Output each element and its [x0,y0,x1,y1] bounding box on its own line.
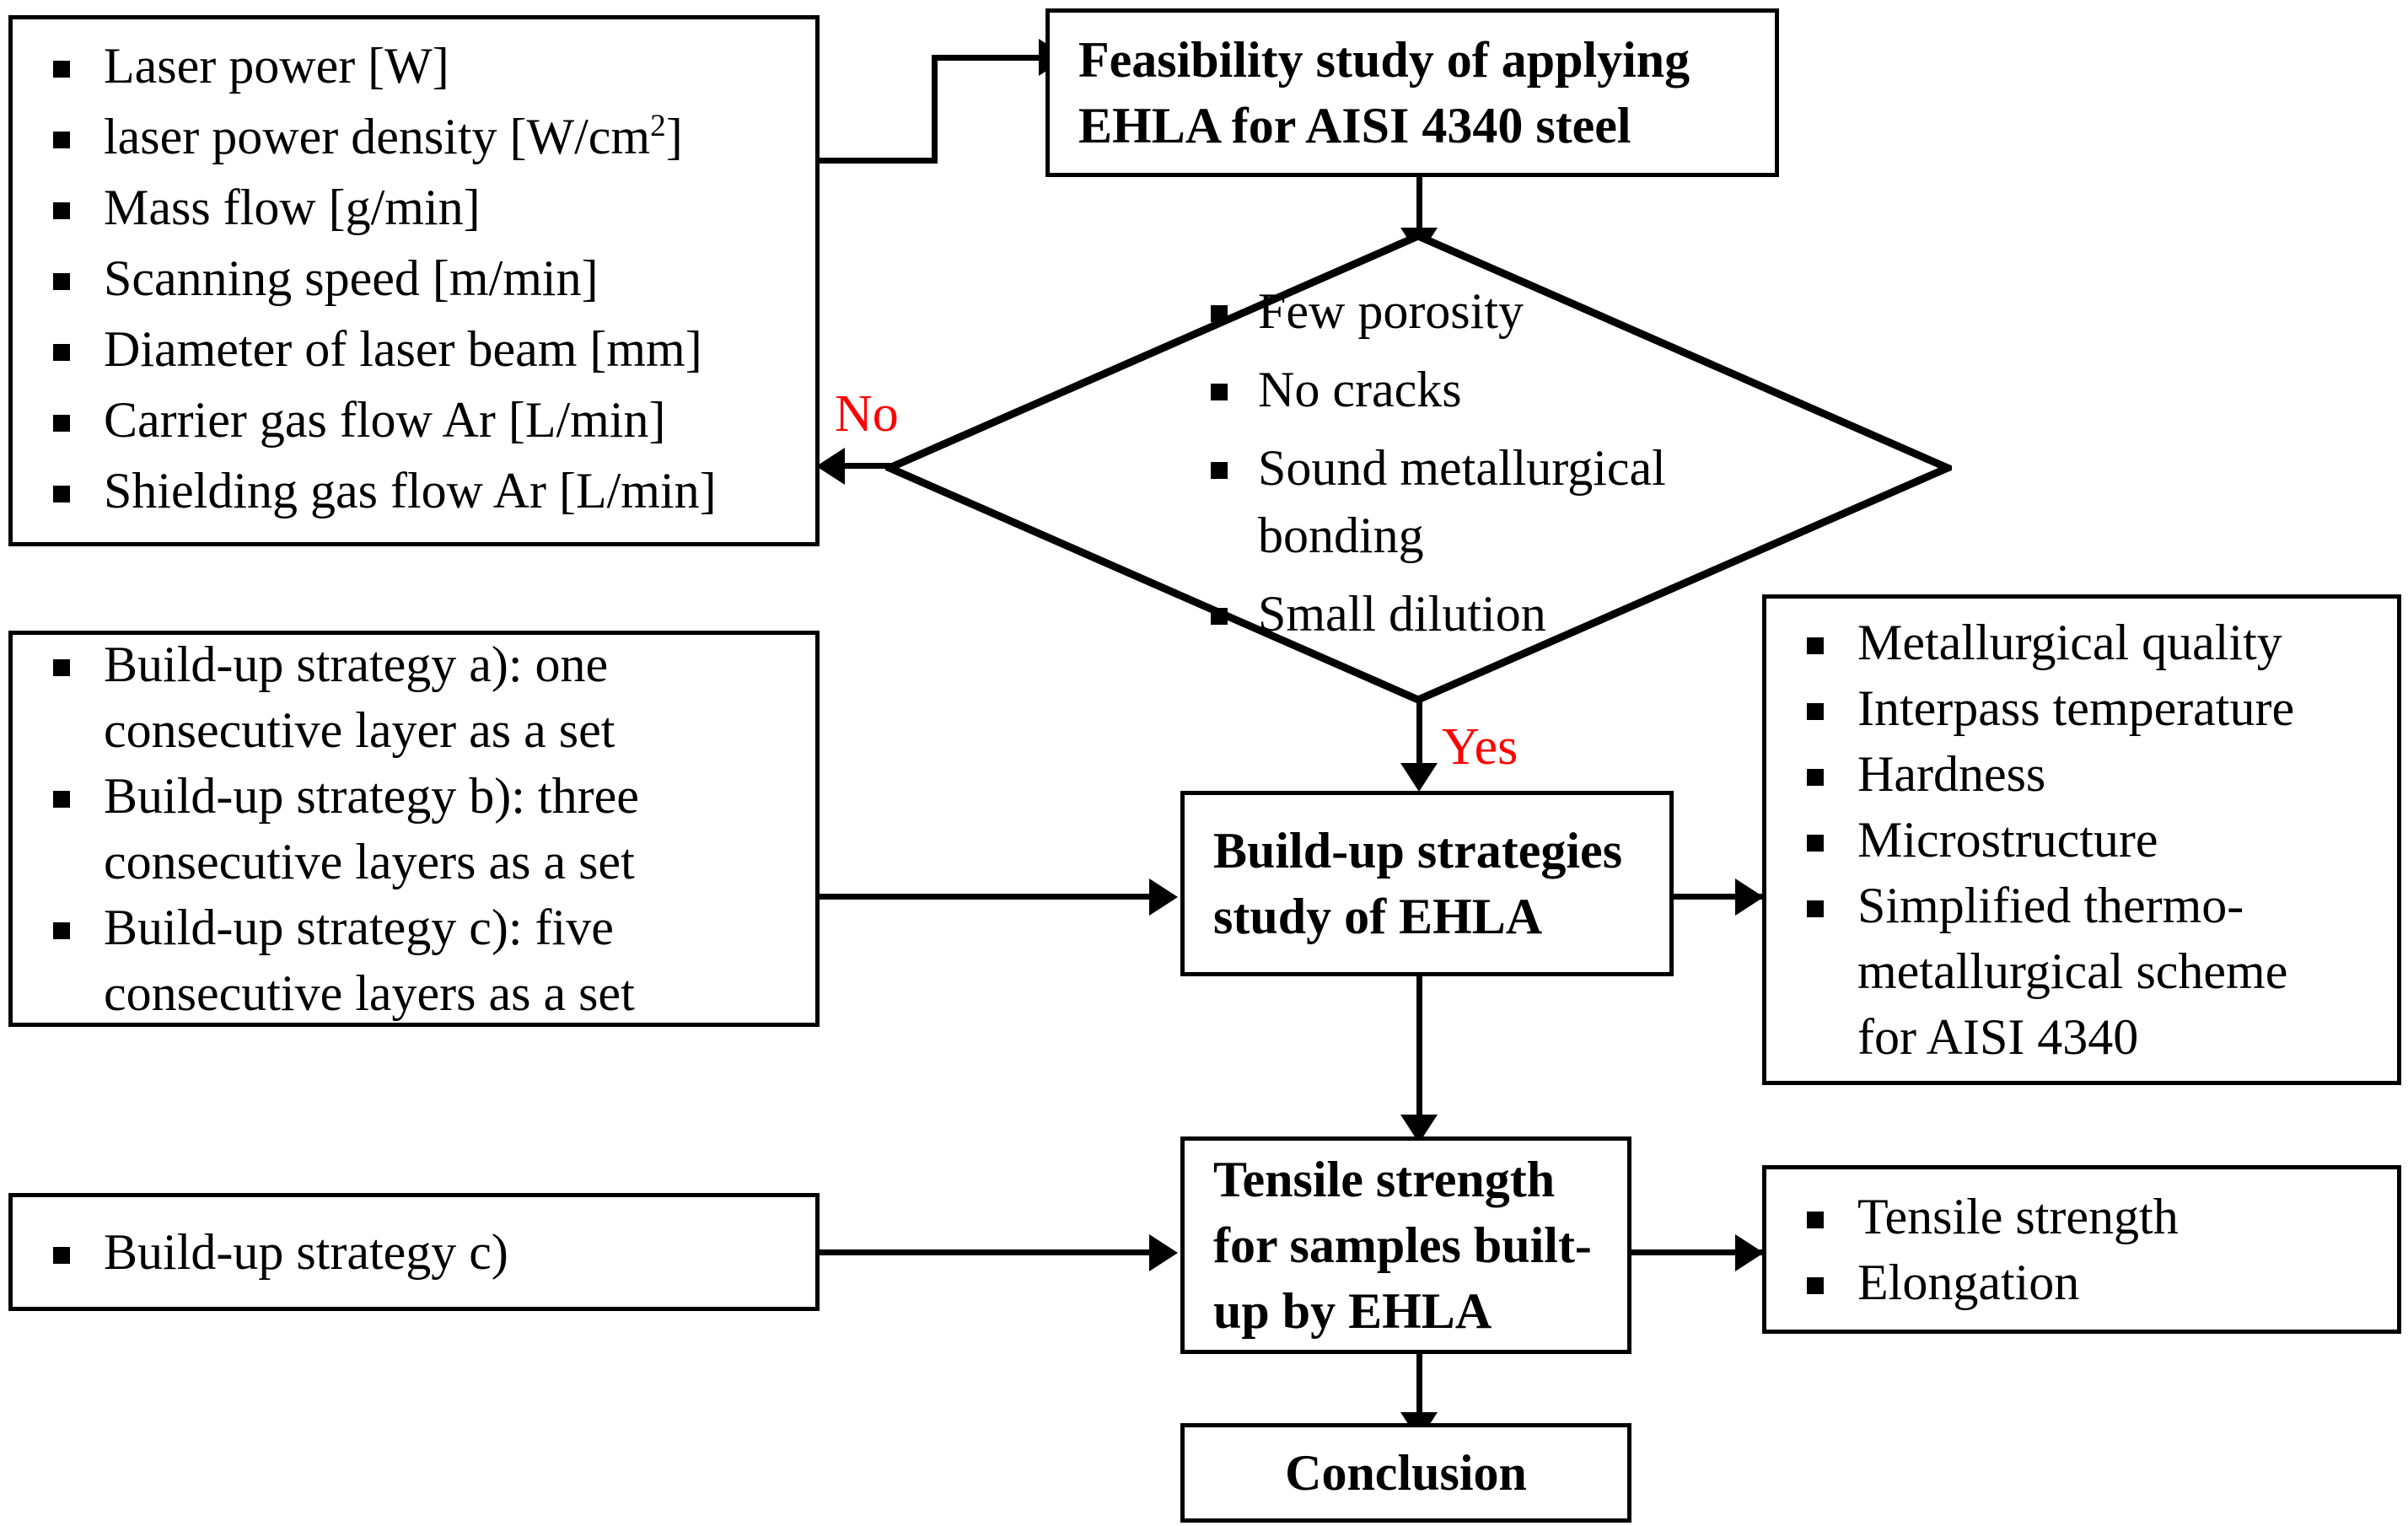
tensile-outputs-box[interactable]: Tensile strength Elongation [1762,1165,2401,1334]
process-parameters-box[interactable]: Laser power [W] laser power density [W/c… [8,15,820,546]
connector-strategies-input-to-study [820,894,1157,900]
connector-decision-yes [1416,687,1422,771]
process-parameter-item: laser power density [W/cm2] [13,104,815,169]
connector-params-to-feasibility-h2 [932,55,1045,61]
edge-label-yes: Yes [1442,718,1518,776]
decision-diamond-shape [885,232,1952,704]
buildup-strategies-list: Build-up strategy a): one consecutive la… [13,631,815,1026]
strategy-c-item: Build-up strategy c) [13,1219,815,1285]
process-parameter-item: Shielding gas flow Ar [L/min] [13,458,815,524]
process-parameter-item: Mass flow [g/min] [13,175,815,240]
connector-study-to-tensile [1416,975,1422,1126]
process-parameter-item: Carrier gas flow Ar [L/min] [13,387,815,453]
conclusion-box[interactable]: Conclusion [1180,1423,1631,1523]
feasibility-study-title: Feasibility study of applying EHLA for A… [1078,32,1690,153]
quality-criteria-decision[interactable] [885,232,1952,704]
arrowhead-study-to-outputs [1735,879,1764,916]
connector-tensile-to-outputs [1627,1249,1766,1255]
tensile-strength-study-box[interactable]: Tensile strength for samples built- up b… [1180,1136,1631,1354]
process-parameter-item: Scanning speed [m/min] [13,245,815,311]
process-parameter-item: Diameter of laser beam [mm] [13,316,815,382]
param-laser-power: Laser power [W] [104,38,449,94]
buildup-output-item: Interpass temperature [1766,675,2397,741]
buildup-output-item: Microstructure [1766,807,2397,873]
buildup-strategy-item: Build-up strategy a): one consecutive la… [13,631,815,763]
buildup-output-item: Metallurgical quality [1766,610,2397,675]
tensile-output-item: Elongation [1766,1249,2397,1315]
buildup-output-item: Simplified thermo- metallurgical scheme … [1766,873,2397,1070]
connector-study-to-outputs [1674,894,1766,900]
strategy-c-list: Build-up strategy c) [13,1219,815,1285]
connector-decision-no [843,463,894,469]
connector-params-to-feasibility-h1 [820,158,938,164]
edge-label-no: No [835,385,899,443]
buildup-strategies-study-title: Build-up strategies study of EHLA [1213,823,1623,944]
tensile-strength-study-title: Tensile strength for samples built- up b… [1213,1152,1592,1339]
arrowhead-strategies-to-study [1149,879,1178,916]
strategy-c-input-box[interactable]: Build-up strategy c) [8,1193,820,1311]
feasibility-study-box[interactable]: Feasibility study of applying EHLA for A… [1045,8,1779,177]
superscript-two: 2 [650,109,666,143]
buildup-outputs-list: Metallurgical quality Interpass temperat… [1766,610,2397,1070]
connector-params-to-feasibility-v [932,55,938,164]
process-parameter-item: Laser power [W] [13,33,815,99]
process-parameters-list: Laser power [W] laser power density [W/c… [13,33,815,529]
buildup-output-item: Hardness [1766,741,2397,807]
buildup-strategies-input-box[interactable]: Build-up strategy a): one consecutive la… [8,631,820,1027]
connector-tensile-to-conclusion [1416,1352,1422,1423]
connector-feasibility-to-decision [1416,175,1422,234]
tensile-output-item: Tensile strength [1766,1184,2397,1249]
arrowhead-tensile-to-outputs [1735,1234,1764,1271]
connector-strategy-c-to-tensile [820,1249,1157,1255]
tensile-outputs-list: Tensile strength Elongation [1766,1184,2397,1315]
conclusion-title: Conclusion [1285,1445,1527,1501]
arrowhead-strategy-c-to-tensile [1149,1234,1178,1271]
buildup-strategies-study-box[interactable]: Build-up strategies study of EHLA [1180,791,1674,976]
arrowhead-no-to-params [816,448,845,485]
buildup-outputs-box[interactable]: Metallurgical quality Interpass temperat… [1762,594,2401,1085]
arrowhead-yes-to-buildup [1400,763,1438,792]
buildup-strategy-item: Build-up strategy b): three consecutive … [13,763,815,895]
buildup-strategy-item: Build-up strategy c): five consecutive l… [13,895,815,1026]
